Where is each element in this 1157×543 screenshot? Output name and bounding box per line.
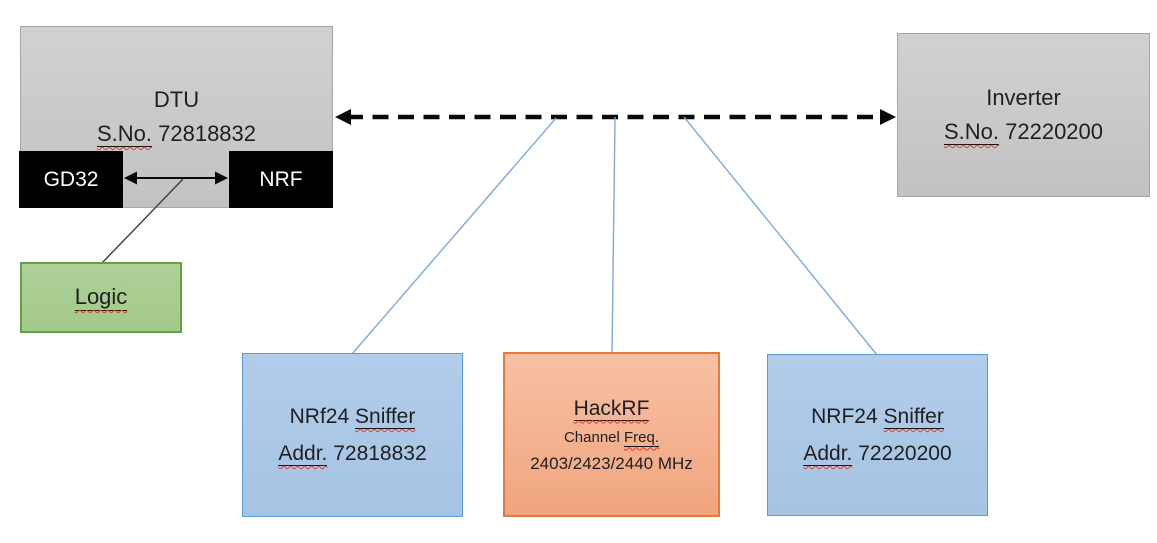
sniffer-left-box: NRf24 Sniffer Addr. 72818832 — [242, 353, 463, 517]
hackrf-channels: 2403/2423/2440 MHz — [530, 453, 693, 473]
gd32-chip-label: GD32 — [43, 167, 99, 191]
inverter-serial-value: 72220200 — [1005, 119, 1104, 144]
dtu-serial-value: 72818832 — [158, 121, 257, 146]
chip-arrowhead-right-icon — [215, 171, 228, 185]
nrf-chip-label: NRF — [259, 167, 303, 191]
gd32-chip: GD32 — [19, 151, 123, 208]
sniffer-left-name: NRf24 Sniffer — [290, 398, 416, 435]
dtu-serial-label: S.No. — [96, 121, 152, 147]
link-to-hackrf — [611, 116, 616, 354]
hackrf-subtitle-prefix: Channel — [563, 428, 620, 446]
link-to-sniffer-right — [683, 116, 878, 356]
sniffer-left-name-prefix: NRf24 — [289, 405, 350, 428]
inverter-serial: S.No. 72220200 — [943, 115, 1104, 149]
inverter-box: Inverter S.No. 72220200 — [897, 33, 1150, 197]
inverter-serial-label: S.No. — [943, 119, 999, 145]
sniffer-left-addr-label: Addr. — [278, 442, 328, 466]
sniffer-left-addr: Addr. 72818832 — [278, 435, 427, 472]
hackrf-subtitle: Channel Freq. — [563, 425, 660, 450]
link-to-sniffer-left — [351, 117, 557, 355]
dashed-arrowhead-right-icon — [880, 109, 896, 125]
sniffer-right-addr: Addr. 72220200 — [803, 435, 952, 472]
sniffer-right-name-prefix: NRF24 — [811, 405, 878, 428]
sniffer-right-addr-value: 72220200 — [858, 442, 952, 465]
sniffer-left-addr-value: 72818832 — [333, 442, 427, 465]
nrf-chip: NRF — [229, 151, 333, 208]
sniffer-right-name-word: Sniffer — [883, 405, 944, 429]
hackrf-subtitle-word: Freq. — [624, 428, 660, 447]
sniffer-left-name-word: Sniffer — [355, 405, 416, 429]
dashed-arrowhead-left-icon — [335, 109, 351, 125]
dtu-title: DTU — [153, 87, 200, 112]
sniffer-right-addr-label: Addr. — [803, 442, 853, 466]
logic-box: Logic — [20, 262, 182, 333]
logic-link — [101, 178, 184, 264]
hackrf-box: HackRF Channel Freq. 2403/2423/2440 MHz — [503, 352, 720, 517]
dtu-serial: S.No. 72818832 — [96, 117, 257, 151]
sniffer-right-box: NRF24 Sniffer Addr. 72220200 — [767, 354, 988, 516]
sniffer-right-name: NRF24 Sniffer — [811, 398, 944, 435]
inverter-title: Inverter — [986, 85, 1061, 110]
hackrf-title: HackRF — [573, 396, 650, 421]
logic-label: Logic — [74, 284, 128, 311]
chip-arrowhead-left-icon — [124, 171, 137, 185]
